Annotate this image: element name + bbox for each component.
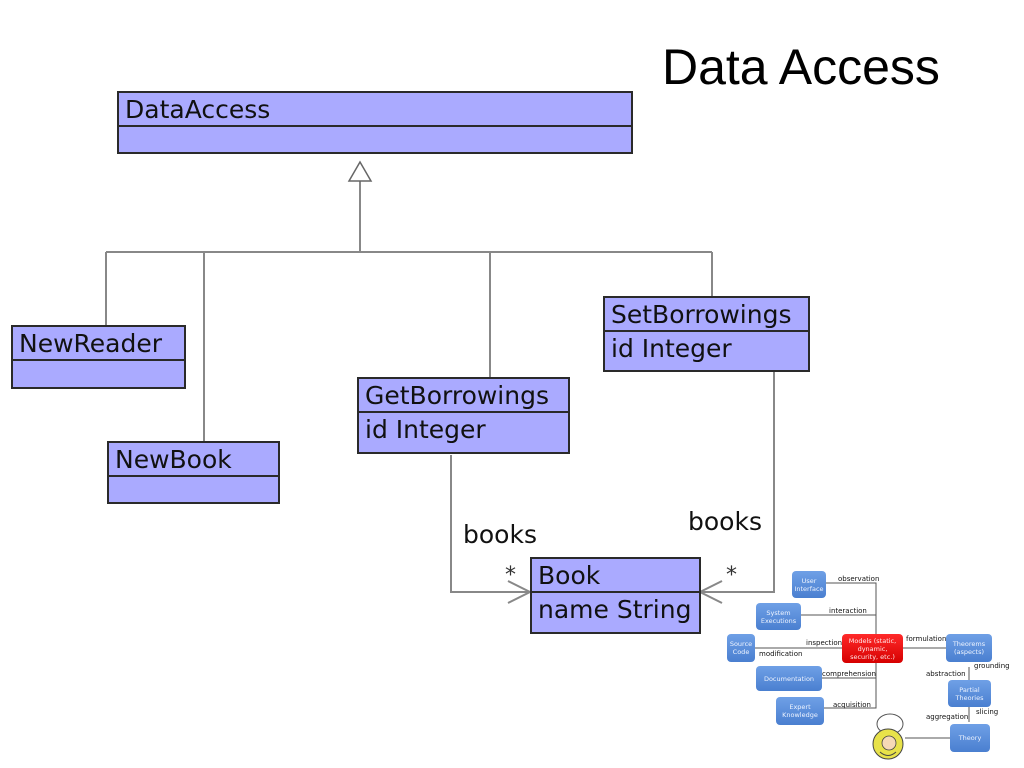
assoc-get-books bbox=[450, 455, 530, 593]
multiplicity-set: * bbox=[726, 563, 737, 588]
mini-edge-aggregation: aggregation bbox=[926, 713, 969, 721]
mini-edge-modification: modification bbox=[759, 650, 803, 658]
class-newbook[interactable]: NewBook bbox=[107, 441, 280, 504]
class-name: GetBorrowings bbox=[359, 379, 568, 413]
mini-edge-slicing: slicing bbox=[976, 708, 999, 716]
slide-title: Data Access bbox=[662, 39, 940, 95]
mini-edge-abstraction: abstraction bbox=[926, 670, 966, 678]
mini-edge-grounding: grounding bbox=[974, 662, 1010, 670]
mini-box-partial-theories: Partial Theories bbox=[948, 680, 991, 707]
class-setborrowings[interactable]: SetBorrowings id Integer bbox=[603, 296, 810, 372]
mini-box-source-code: Source Code bbox=[727, 634, 755, 662]
mini-edge-interaction: interaction bbox=[829, 607, 867, 615]
mini-box-user-interface: User Interface bbox=[792, 571, 826, 598]
mini-box-theorems: Theorems (aspects) bbox=[946, 634, 992, 662]
class-attribute: id Integer bbox=[365, 415, 486, 444]
class-name: DataAccess bbox=[119, 93, 631, 127]
mini-box-system-executions: System Executions bbox=[756, 603, 801, 630]
mini-box-documentation: Documentation bbox=[756, 666, 822, 691]
mini-edge-observation: observation bbox=[838, 575, 880, 583]
assoc-set-books bbox=[700, 371, 775, 593]
class-name: NewReader bbox=[13, 327, 184, 361]
class-attribute: name String bbox=[538, 595, 692, 624]
mini-box-theory: Theory bbox=[950, 724, 990, 752]
mini-box-models: Models (static, dynamic, security, etc.) bbox=[842, 634, 903, 663]
class-dataaccess[interactable]: DataAccess bbox=[117, 91, 633, 154]
generalization-arrowhead bbox=[347, 160, 373, 182]
mini-edge-acquisition: acquisition bbox=[833, 701, 871, 709]
mini-edge-formulation: formulation bbox=[906, 635, 947, 643]
class-name: NewBook bbox=[109, 443, 278, 477]
class-newreader[interactable]: NewReader bbox=[11, 325, 186, 389]
class-getborrowings[interactable]: GetBorrowings id Integer bbox=[357, 377, 570, 454]
class-name: SetBorrowings bbox=[605, 298, 808, 332]
thinker-icon bbox=[872, 713, 904, 760]
assoc-label-get: books bbox=[463, 520, 537, 549]
mini-edge-comprehension: comprehension bbox=[822, 670, 876, 678]
class-name: Book bbox=[532, 559, 699, 593]
mini-diagram-connectors bbox=[755, 582, 970, 739]
mini-box-expert-knowledge: Expert Knowledge bbox=[776, 697, 824, 725]
multiplicity-get: * bbox=[505, 563, 516, 588]
class-book[interactable]: Book name String bbox=[530, 557, 701, 634]
class-attribute: id Integer bbox=[611, 334, 732, 363]
assoc-label-set: books bbox=[688, 507, 762, 536]
mini-edge-inspection: inspection bbox=[806, 639, 843, 647]
